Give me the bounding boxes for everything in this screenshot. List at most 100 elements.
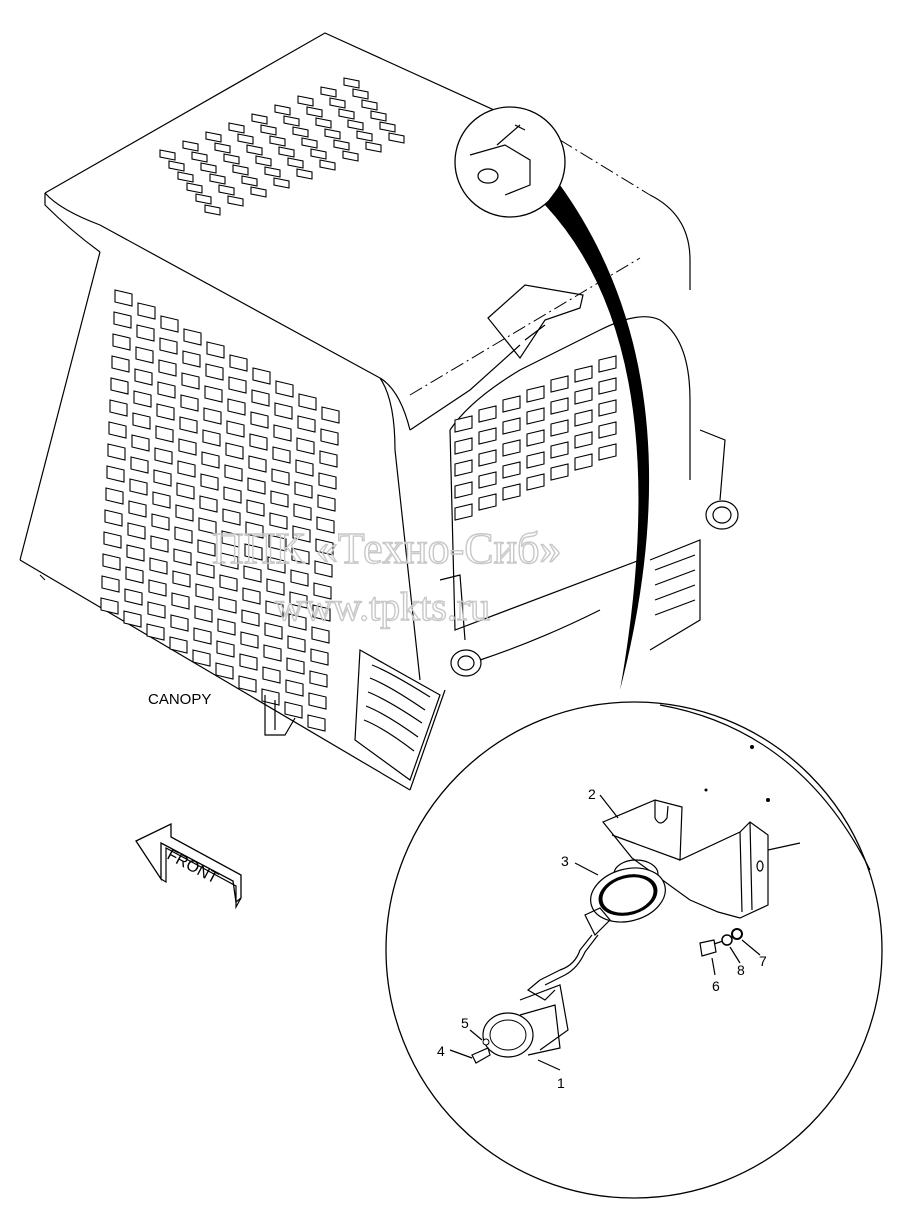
vent-slot bbox=[454, 481, 473, 499]
vent-slot bbox=[550, 397, 569, 415]
vent-slot bbox=[153, 469, 172, 487]
vent-slot bbox=[124, 588, 143, 606]
vent-slot bbox=[286, 657, 305, 675]
vent-slot bbox=[260, 124, 277, 136]
vent-slot bbox=[264, 166, 281, 178]
vent-slot bbox=[176, 482, 195, 500]
vent-slot bbox=[478, 471, 497, 489]
vent-slot bbox=[216, 640, 235, 658]
vent-slot bbox=[297, 95, 314, 107]
vent-slot bbox=[218, 596, 237, 614]
vent-slot bbox=[228, 122, 245, 134]
vent-slot bbox=[183, 328, 202, 346]
vent-slot bbox=[104, 509, 123, 527]
vent-slot bbox=[275, 380, 294, 398]
vent-slot bbox=[298, 393, 317, 411]
vent-slot bbox=[128, 500, 147, 518]
vent-slot bbox=[154, 447, 173, 465]
vent-slot bbox=[238, 675, 257, 693]
vent-slot bbox=[502, 417, 521, 435]
vent-slot bbox=[137, 302, 156, 320]
vent-slot bbox=[177, 460, 196, 478]
vent-slot bbox=[221, 530, 240, 548]
vent-slot bbox=[100, 597, 119, 615]
vent-slot bbox=[263, 644, 282, 662]
vent-slot bbox=[333, 139, 350, 151]
vent-slot bbox=[454, 437, 473, 455]
vent-slot bbox=[202, 429, 221, 447]
vent-slot bbox=[227, 195, 244, 207]
vent-slot bbox=[134, 368, 153, 386]
vent-slot bbox=[195, 583, 214, 601]
callout-4: 4 bbox=[437, 1043, 445, 1059]
vent-slot bbox=[178, 438, 197, 456]
vent-slot bbox=[114, 289, 133, 307]
vent-slot bbox=[550, 419, 569, 437]
vent-slot bbox=[109, 399, 128, 417]
vent-slot bbox=[177, 171, 194, 183]
vent-slot bbox=[526, 473, 545, 491]
vent-slot bbox=[113, 311, 132, 329]
rear-vent-grille bbox=[454, 355, 617, 521]
vent-slot bbox=[125, 566, 144, 584]
vent-slot bbox=[250, 186, 267, 198]
vent-slot bbox=[191, 151, 208, 163]
vent-slot bbox=[270, 490, 289, 508]
vent-slot bbox=[148, 579, 167, 597]
vent-slot bbox=[316, 516, 335, 534]
vent-slot bbox=[272, 446, 291, 464]
vent-slot bbox=[159, 149, 176, 161]
vent-slot bbox=[454, 459, 473, 477]
vent-slot bbox=[293, 503, 312, 521]
canopy-label: CANOPY bbox=[148, 691, 211, 708]
side-vent-grille bbox=[100, 289, 340, 732]
vent-slot bbox=[311, 626, 330, 644]
vent-slot bbox=[215, 662, 234, 680]
detail-leader-band bbox=[545, 185, 650, 690]
vent-slot bbox=[274, 104, 291, 116]
vent-slot bbox=[320, 428, 339, 446]
canopy-side-panel bbox=[19, 251, 446, 791]
vent-slot bbox=[317, 494, 336, 512]
vent-slot bbox=[129, 478, 148, 496]
vent-slot bbox=[598, 421, 617, 439]
vent-slot bbox=[526, 429, 545, 447]
vent-slot bbox=[170, 614, 189, 632]
vent-slot bbox=[574, 365, 593, 383]
vent-slot bbox=[310, 648, 329, 666]
vent-slot bbox=[175, 504, 194, 522]
vent-slot bbox=[306, 106, 323, 118]
vent-slot bbox=[149, 557, 168, 575]
vent-slot bbox=[127, 522, 146, 540]
vent-slot bbox=[173, 548, 192, 566]
callout-3: 3 bbox=[561, 853, 569, 869]
vent-slot bbox=[199, 495, 218, 513]
canopy-front-frame bbox=[409, 316, 739, 677]
vent-slot bbox=[206, 341, 225, 359]
vent-slot bbox=[454, 415, 473, 433]
vent-slot bbox=[287, 157, 304, 169]
vent-slot bbox=[130, 456, 149, 474]
vent-slot bbox=[232, 164, 249, 176]
vent-slot bbox=[182, 140, 199, 152]
vent-slot bbox=[318, 472, 337, 490]
vent-slot bbox=[242, 587, 261, 605]
vent-slot bbox=[319, 450, 338, 468]
vent-slot bbox=[182, 350, 201, 368]
vent-slot bbox=[250, 411, 269, 429]
vent-slot bbox=[158, 359, 177, 377]
vent-slot bbox=[292, 525, 311, 543]
vent-slot bbox=[204, 385, 223, 403]
vent-slot bbox=[103, 531, 122, 549]
vent-slot bbox=[574, 409, 593, 427]
vent-slot bbox=[205, 131, 222, 143]
vent-slot bbox=[291, 547, 310, 565]
vent-slot bbox=[285, 679, 304, 697]
vent-slot bbox=[249, 433, 268, 451]
vent-slot bbox=[255, 155, 272, 167]
vent-slot bbox=[159, 337, 178, 355]
vent-slot bbox=[244, 543, 263, 561]
vent-slot bbox=[550, 463, 569, 481]
vent-slot bbox=[150, 535, 169, 553]
